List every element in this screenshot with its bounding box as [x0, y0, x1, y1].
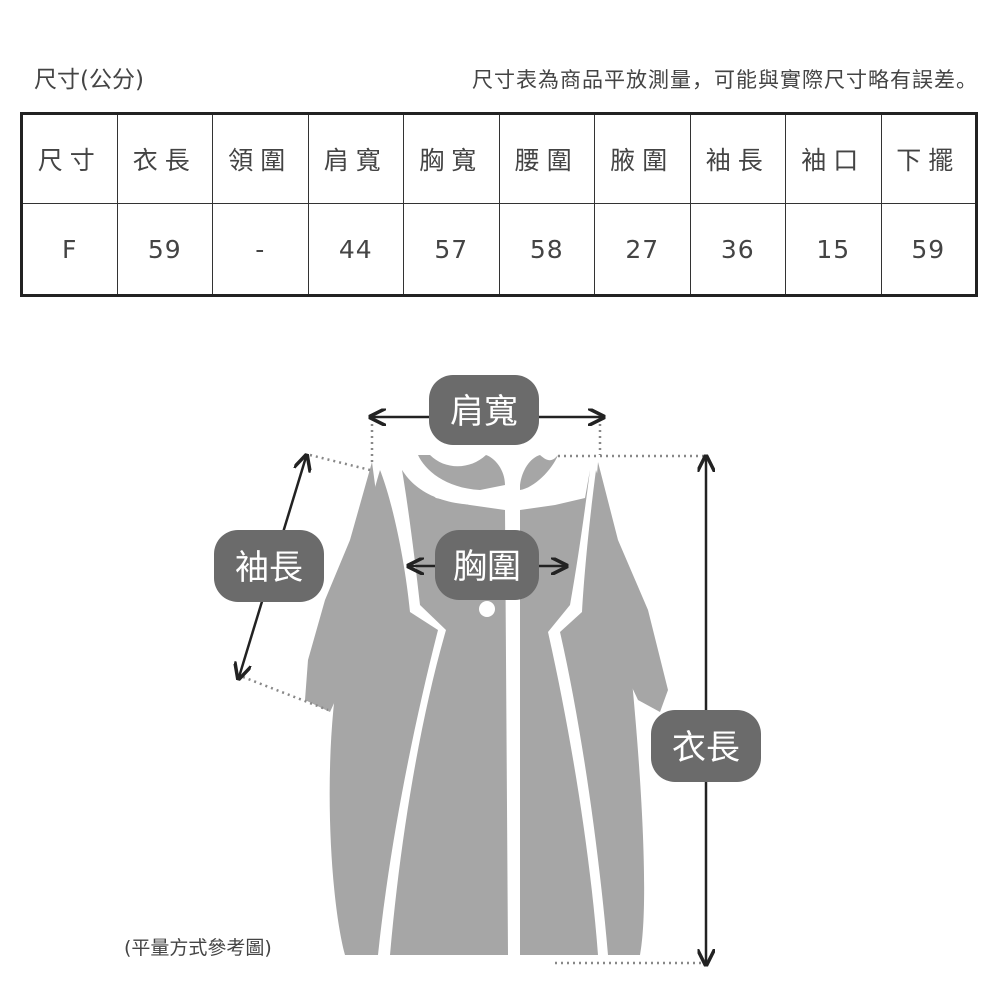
column-header: 尺寸	[21, 113, 118, 204]
left-body-panel	[329, 470, 438, 955]
table-cell: 58	[498, 203, 595, 296]
table-cell: 59	[880, 203, 977, 296]
table-cell: 59	[116, 203, 213, 296]
right-center-panel	[520, 470, 598, 955]
sleeve-label: 袖長	[235, 548, 303, 588]
column-header: 下擺	[880, 113, 977, 204]
column-header: 袖口	[785, 113, 882, 204]
table-cell: 44	[307, 203, 404, 296]
collar-outline-left	[418, 455, 505, 490]
table-cell: F	[21, 203, 118, 296]
table-cell: -	[212, 203, 309, 296]
chest-label-tag: 胸圍	[435, 530, 539, 600]
column-header: 衣長	[116, 113, 213, 204]
length-label: 衣長	[672, 728, 740, 768]
table-cell: 15	[785, 203, 882, 296]
table-cell: 36	[689, 203, 786, 296]
shoulder-label-tag: 肩寬	[429, 375, 539, 445]
table-cell: 57	[403, 203, 500, 296]
column-header: 胸寬	[403, 113, 500, 204]
table-row: F 59 - 44 57 58 27 36 15 59	[21, 203, 977, 296]
column-header: 領圍	[212, 113, 309, 204]
column-header: 腰圍	[498, 113, 595, 204]
column-header: 肩寬	[307, 113, 404, 204]
collar-outline-right	[520, 455, 558, 490]
shoulder-label: 肩寬	[450, 392, 518, 432]
measurement-note: 尺寸表為商品平放測量，可能與實際尺寸略有誤差。	[472, 68, 978, 92]
diagram-caption: (平量方式參考圖)	[124, 937, 272, 959]
table-header-row: 尺寸 衣長 領圍 肩寬 胸寬 腰圍 腋圍 袖長 袖口 下擺	[21, 113, 977, 204]
right-body-panel	[560, 470, 645, 955]
column-header: 袖長	[689, 113, 786, 204]
sleeve-label-tag: 袖長	[214, 530, 324, 602]
button-icon	[479, 601, 495, 617]
left-sleeve	[305, 462, 385, 712]
chest-label: 胸圍	[453, 547, 521, 587]
size-unit-title: 尺寸(公分)	[34, 67, 144, 93]
collar-right	[500, 455, 578, 505]
measurement-diagram: 肩寬 胸圍 袖長 衣長	[214, 375, 761, 990]
table-cell: 27	[594, 203, 691, 296]
length-label-tag: 衣長	[651, 710, 761, 782]
size-table: 尺寸 衣長 領圍 肩寬 胸寬 腰圍 腋圍 袖長 袖口 下擺 F 59 - 44 …	[20, 112, 978, 297]
column-header: 腋圍	[594, 113, 691, 204]
